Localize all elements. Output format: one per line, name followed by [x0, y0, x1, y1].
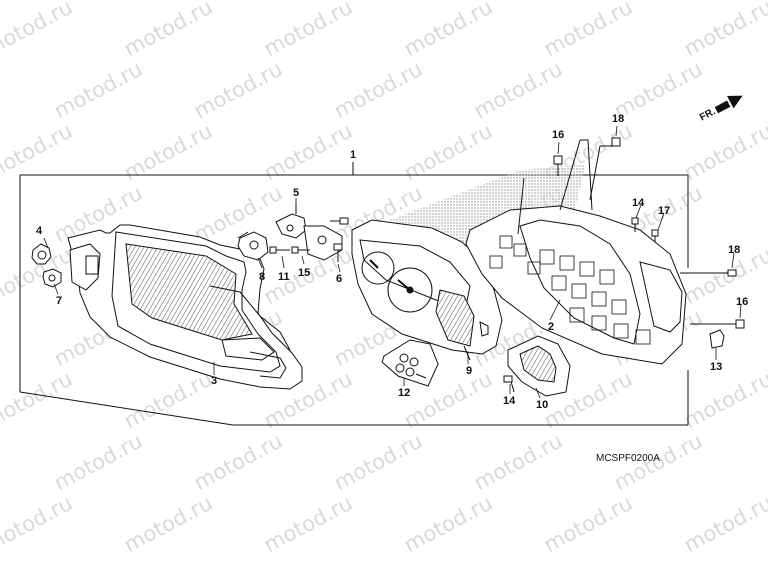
callout-10: 10 [536, 399, 549, 411]
rear-housing-2 [465, 139, 687, 365]
screw-18-right [680, 269, 737, 277]
socket-8 [237, 231, 269, 261]
callout-2: 2 [548, 321, 555, 333]
front-arrow-shaft [714, 100, 731, 113]
callout-1: 1 [350, 149, 357, 161]
callout-12: 12 [398, 387, 411, 399]
clip-13 [709, 329, 725, 349]
callout-13: 13 [710, 361, 723, 373]
callout-16-top: 16 [552, 129, 565, 141]
callout-11: 11 [278, 271, 290, 283]
screw-15 [291, 246, 310, 254]
screw-16-right [690, 319, 745, 329]
bracket-5 [275, 203, 343, 261]
callout-4: 4 [36, 225, 43, 237]
screw-11 [269, 246, 290, 254]
callout-6: 6 [336, 273, 343, 285]
dial-face-9 [351, 219, 503, 361]
callout-8: 8 [259, 271, 266, 283]
screw-6 [333, 243, 343, 262]
callout-3: 3 [211, 375, 218, 387]
callout-18-top: 18 [612, 113, 625, 125]
callout-16-right: 16 [736, 296, 749, 308]
label-plate-12 [381, 339, 439, 387]
meter-case-3 [67, 224, 303, 390]
screw-16-top [553, 155, 563, 176]
bulb-socket-7 [42, 268, 62, 288]
callout-7: 7 [56, 295, 63, 307]
shade-band [385, 165, 585, 250]
leader-lines [43, 125, 742, 399]
callout-14-top: 14 [632, 197, 645, 209]
drawing-code: MCSPF0200A [596, 453, 660, 464]
callout-15: 15 [298, 267, 311, 279]
screw-17 [651, 229, 659, 242]
callout-5: 5 [293, 187, 300, 199]
bulb-socket-4 [31, 243, 52, 265]
screw-14-bottom [503, 375, 513, 383]
callout-9: 9 [466, 365, 473, 377]
switch-panel-10 [507, 335, 571, 397]
screw-14-top [631, 217, 639, 232]
callout-18-right: 18 [728, 244, 741, 256]
screw-18-top [589, 137, 621, 201]
callout-17: 17 [658, 205, 671, 217]
screw-top-bracket [330, 217, 349, 225]
callout-14-bottom: 14 [503, 395, 516, 407]
